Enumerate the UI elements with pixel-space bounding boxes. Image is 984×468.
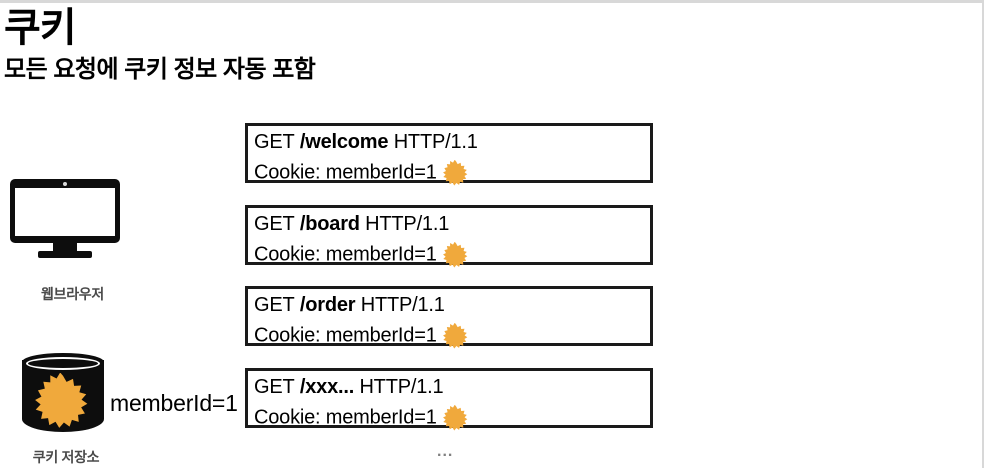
cookie-header-2: Cookie: memberId=1 — [254, 238, 650, 272]
http-request-box-2: GET /board HTTP/1.1 Cookie: memberId=1 — [245, 205, 653, 268]
cookie-header-name-4: Cookie: — [254, 406, 321, 429]
cookie-header-name-2: Cookie: — [254, 243, 321, 266]
cookie-header-value-4: memberId=1 — [325, 406, 437, 429]
cookie-starburst-icon — [35, 372, 91, 434]
cookie-header-name-3: Cookie: — [254, 324, 321, 347]
request-path-1: /welcome — [299, 131, 389, 153]
monitor-camera-dot — [63, 182, 67, 186]
cookie-starburst-icon — [442, 241, 469, 276]
cookie-store-label: 쿠키 저장소 — [32, 449, 100, 465]
cookie-header-value-1: memberId=1 — [325, 161, 437, 184]
cookie-starburst-icon — [442, 322, 469, 357]
cookie-starburst-icon — [442, 404, 469, 439]
cookie-store-node: 쿠키 저장소 — [22, 353, 104, 465]
cylinder-rim — [26, 357, 100, 370]
http-request-box-1: GET /welcome HTTP/1.1 Cookie: memberId=1 — [245, 123, 653, 186]
page-subtitle: 모든 요청에 쿠키 정보 자동 포함 — [4, 56, 316, 83]
request-version-2: HTTP/1.1 — [365, 213, 450, 235]
http-request-box-3: GET /order HTTP/1.1 Cookie: memberId=1 — [245, 286, 653, 349]
web-browser-node: 웹브라우저 — [10, 179, 125, 302]
more-requests-ellipsis: ... — [437, 443, 454, 460]
request-method-2: GET — [254, 213, 295, 235]
monitor-neck — [53, 242, 77, 253]
request-path-2: /board — [299, 213, 360, 235]
http-request-box-4: GET /xxx... HTTP/1.1 Cookie: memberId=1 — [245, 368, 653, 431]
request-path-3: /order — [299, 294, 356, 316]
request-method-3: GET — [254, 294, 295, 316]
cookie-header-4: Cookie: memberId=1 — [254, 401, 650, 435]
cookie-header-value-2: memberId=1 — [325, 243, 437, 266]
cookie-header-value-3: memberId=1 — [325, 324, 437, 347]
request-line-2: GET /board HTTP/1.1 — [254, 211, 650, 238]
cookie-header-3: Cookie: memberId=1 — [254, 319, 650, 353]
cookie-starburst-icon — [442, 159, 469, 194]
request-method-1: GET — [254, 131, 295, 153]
request-method-4: GET — [254, 376, 295, 398]
monitor-screen — [15, 188, 115, 236]
cookie-store-value: memberId=1 — [110, 390, 238, 416]
cookie-header-1: Cookie: memberId=1 — [254, 156, 650, 190]
cookie-header-name-1: Cookie: — [254, 161, 321, 184]
web-browser-label: 웹브라우저 — [41, 286, 104, 302]
request-version-1: HTTP/1.1 — [393, 131, 478, 153]
request-path-4: /xxx... — [299, 376, 355, 398]
monitor-icon — [10, 179, 120, 258]
request-version-4: HTTP/1.1 — [359, 376, 444, 398]
request-version-3: HTTP/1.1 — [360, 294, 445, 316]
request-line-1: GET /welcome HTTP/1.1 — [254, 129, 650, 156]
request-line-4: GET /xxx... HTTP/1.1 — [254, 374, 650, 401]
database-cylinder-icon — [22, 353, 104, 439]
monitor-base — [38, 251, 92, 258]
request-line-3: GET /order HTTP/1.1 — [254, 292, 650, 319]
page-title: 쿠키 — [4, 6, 77, 50]
